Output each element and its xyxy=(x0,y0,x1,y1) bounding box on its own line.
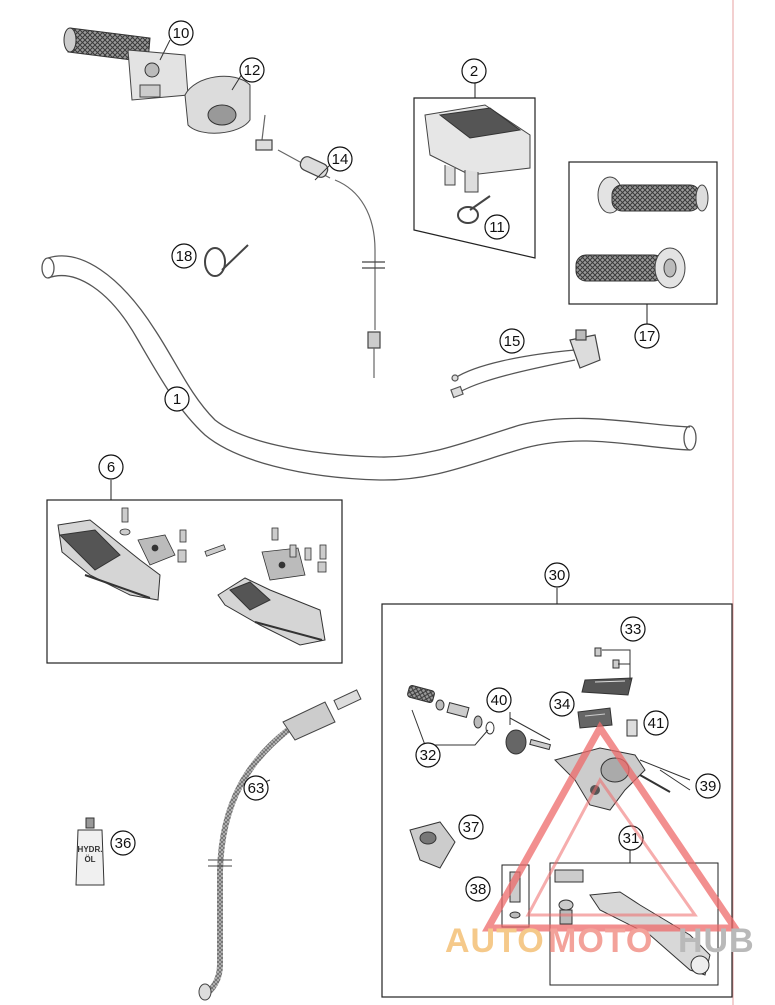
svg-text:18: 18 xyxy=(176,248,193,265)
svg-text:HYDR.: HYDR. xyxy=(78,845,103,854)
callout-36: 36 xyxy=(110,830,136,856)
handlebar xyxy=(41,255,697,481)
watermark-moto: MOTO xyxy=(548,922,653,960)
cable-tie-11 xyxy=(457,195,491,224)
svg-text:34: 34 xyxy=(554,696,571,713)
callout-6: 6 xyxy=(98,454,124,480)
callout-30: 30 xyxy=(544,562,570,588)
hydraulic-oil-bottle: HYDR. ÖL xyxy=(75,817,105,886)
svg-text:39: 39 xyxy=(700,778,717,795)
callout-32: 32 xyxy=(415,742,441,768)
svg-text:1: 1 xyxy=(173,391,181,408)
svg-text:6: 6 xyxy=(107,459,115,476)
callout-38: 38 xyxy=(465,876,491,902)
piston-kit xyxy=(407,685,495,735)
callout-39: 39 xyxy=(695,773,721,799)
callout-17: 17 xyxy=(634,323,660,349)
svg-text:14: 14 xyxy=(332,151,349,168)
callout-34: 34 xyxy=(549,691,575,717)
cable-tie xyxy=(204,244,249,277)
svg-text:30: 30 xyxy=(549,567,566,584)
throttle-grip-assembly xyxy=(63,27,189,101)
throttle-cable xyxy=(255,114,385,378)
callout-14: 14 xyxy=(327,146,353,172)
callout-2: 2 xyxy=(461,58,487,84)
svg-text:10: 10 xyxy=(173,25,190,42)
callout-15: 15 xyxy=(499,328,525,354)
svg-text:32: 32 xyxy=(420,747,437,764)
watermark-auto: AUTO xyxy=(445,922,545,960)
svg-text:15: 15 xyxy=(504,333,521,350)
callout-11: 11 xyxy=(484,214,510,240)
svg-text:38: 38 xyxy=(470,881,487,898)
svg-text:33: 33 xyxy=(625,621,642,638)
callout-63: 63 xyxy=(243,775,269,801)
handguards xyxy=(57,519,326,646)
svg-text:11: 11 xyxy=(489,219,505,236)
svg-text:ÖL: ÖL xyxy=(84,855,95,864)
callout-37: 37 xyxy=(458,814,484,840)
svg-text:31: 31 xyxy=(623,830,640,847)
svg-text:12: 12 xyxy=(244,62,261,79)
callout-1: 1 xyxy=(164,386,190,412)
callout-41: 41 xyxy=(643,710,669,736)
callout-18: 18 xyxy=(171,243,197,269)
watermark-hub: HUB xyxy=(678,922,755,960)
kill-switch xyxy=(450,329,601,399)
callout-40: 40 xyxy=(486,687,512,713)
dust-boot xyxy=(505,729,552,755)
callout-33: 33 xyxy=(620,616,646,642)
diaphragm xyxy=(577,707,613,729)
grips xyxy=(575,176,709,289)
sight-glass xyxy=(626,719,638,737)
watermark: AUTO MOTO HUB xyxy=(445,721,755,960)
brake-lever-frame xyxy=(549,862,719,986)
callout-10: 10 xyxy=(168,20,194,46)
watermark-triangle xyxy=(482,721,742,932)
svg-text:2: 2 xyxy=(470,63,478,80)
svg-text:36: 36 xyxy=(115,835,132,852)
svg-text:17: 17 xyxy=(639,328,656,345)
brake-line xyxy=(198,689,362,1001)
lever-guard xyxy=(409,821,456,869)
callout-12: 12 xyxy=(239,57,265,83)
grips-frame xyxy=(568,161,718,305)
handlebar-pad xyxy=(424,104,531,193)
svg-text:40: 40 xyxy=(491,692,508,709)
throttle-cover xyxy=(184,75,251,134)
svg-text:41: 41 xyxy=(648,715,665,732)
handguard-hardware xyxy=(119,507,327,581)
svg-text:37: 37 xyxy=(463,819,480,836)
svg-text:63: 63 xyxy=(248,780,265,797)
